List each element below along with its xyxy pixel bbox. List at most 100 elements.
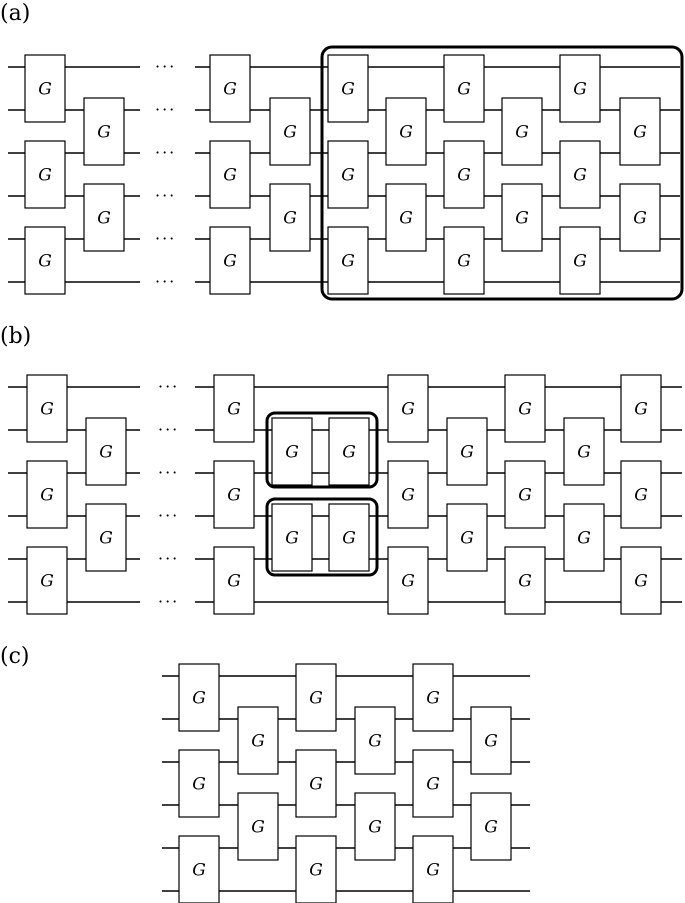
gate-box xyxy=(327,54,369,123)
gate-box xyxy=(85,503,127,572)
gate-label: G xyxy=(192,775,206,795)
gate-box xyxy=(83,97,125,166)
gate-box xyxy=(412,663,454,732)
gate-label: G xyxy=(457,252,471,272)
gate-label: G xyxy=(342,529,356,549)
gate-box xyxy=(504,460,546,529)
gate-box xyxy=(24,226,66,295)
ellipsis: ··· xyxy=(158,592,179,611)
ellipsis: ··· xyxy=(158,506,179,525)
gate-box xyxy=(26,546,68,615)
gate-label: G xyxy=(223,166,237,186)
ellipsis: ··· xyxy=(155,100,176,119)
gate-label: G xyxy=(309,689,323,709)
gate-label: G xyxy=(399,123,413,143)
gate-box xyxy=(213,460,255,529)
gate-box xyxy=(295,663,337,732)
gate-box xyxy=(387,460,429,529)
gate-box xyxy=(295,749,337,818)
gate-label: G xyxy=(633,123,647,143)
gate-box xyxy=(563,417,605,486)
highlight-frame xyxy=(320,45,684,301)
gate-label: G xyxy=(368,818,382,838)
gate-label: G xyxy=(401,400,415,420)
gate-box xyxy=(24,140,66,209)
gate-label: G xyxy=(38,80,52,100)
gate-label: G xyxy=(251,818,265,838)
gate-box xyxy=(26,374,68,443)
gate-box xyxy=(271,417,313,486)
gate-label: G xyxy=(515,209,529,229)
gate-label: G xyxy=(227,400,241,420)
gate-box xyxy=(178,749,220,818)
gate-box xyxy=(412,835,454,903)
gate-box xyxy=(237,706,279,775)
panel-b-circuit: GGGGG··················GGGGGGGGGGGGGGGGG… xyxy=(8,374,682,615)
gate-box xyxy=(295,835,337,903)
gate-box xyxy=(24,54,66,123)
gate-label: G xyxy=(40,486,54,506)
gate-box xyxy=(443,54,485,123)
gate-label: G xyxy=(518,400,532,420)
gate-label: G xyxy=(460,443,474,463)
gate-label: G xyxy=(97,209,111,229)
gate-box xyxy=(178,835,220,903)
gate-box xyxy=(501,97,543,166)
panel-a-circuit: GGGGG··················GGGGGGGGGGGGGGGGG… xyxy=(8,45,684,301)
highlight-frame xyxy=(265,411,379,489)
gate-label: G xyxy=(484,818,498,838)
gate-label: G xyxy=(38,166,52,186)
gate-label: G xyxy=(634,400,648,420)
gate-label: G xyxy=(38,252,52,272)
gate-label: G xyxy=(283,209,297,229)
ellipsis: ··· xyxy=(155,186,176,205)
ellipsis: ··· xyxy=(158,549,179,568)
ellipsis: ··· xyxy=(158,420,179,439)
gate-box xyxy=(619,97,661,166)
gate-box xyxy=(412,749,454,818)
panel-label-c: (c) xyxy=(0,644,30,669)
gate-box xyxy=(385,97,427,166)
gate-label: G xyxy=(401,572,415,592)
gate-label: G xyxy=(634,486,648,506)
gate-label: G xyxy=(401,486,415,506)
gate-label: G xyxy=(515,123,529,143)
gate-box xyxy=(83,183,125,252)
gate-box xyxy=(269,97,311,166)
gate-label: G xyxy=(518,486,532,506)
gate-label: G xyxy=(251,732,265,752)
gate-label: G xyxy=(341,166,355,186)
gate-label: G xyxy=(285,529,299,549)
gate-label: G xyxy=(426,775,440,795)
gate-box xyxy=(620,374,662,443)
gate-label: G xyxy=(40,400,54,420)
gate-box xyxy=(328,503,370,572)
gate-box xyxy=(327,226,369,295)
gate-label: G xyxy=(573,80,587,100)
gate-label: G xyxy=(633,209,647,229)
gate-box xyxy=(354,706,396,775)
gate-box xyxy=(213,374,255,443)
gate-label: G xyxy=(399,209,413,229)
panel-label-a: (a) xyxy=(0,1,30,26)
gate-label: G xyxy=(573,252,587,272)
gate-box xyxy=(328,417,370,486)
gate-box xyxy=(563,503,605,572)
gate-box xyxy=(559,140,601,209)
ellipsis: ··· xyxy=(158,377,179,396)
gate-label: G xyxy=(341,80,355,100)
gate-box xyxy=(85,417,127,486)
ellipsis: ··· xyxy=(155,229,176,248)
gate-box xyxy=(209,140,251,209)
gate-label: G xyxy=(99,529,113,549)
gate-box xyxy=(504,374,546,443)
gate-label: G xyxy=(192,689,206,709)
gate-label: G xyxy=(457,80,471,100)
gate-box xyxy=(470,792,512,861)
gate-box xyxy=(26,460,68,529)
ellipsis: ··· xyxy=(158,463,179,482)
gate-label: G xyxy=(285,443,299,463)
gate-box xyxy=(559,226,601,295)
